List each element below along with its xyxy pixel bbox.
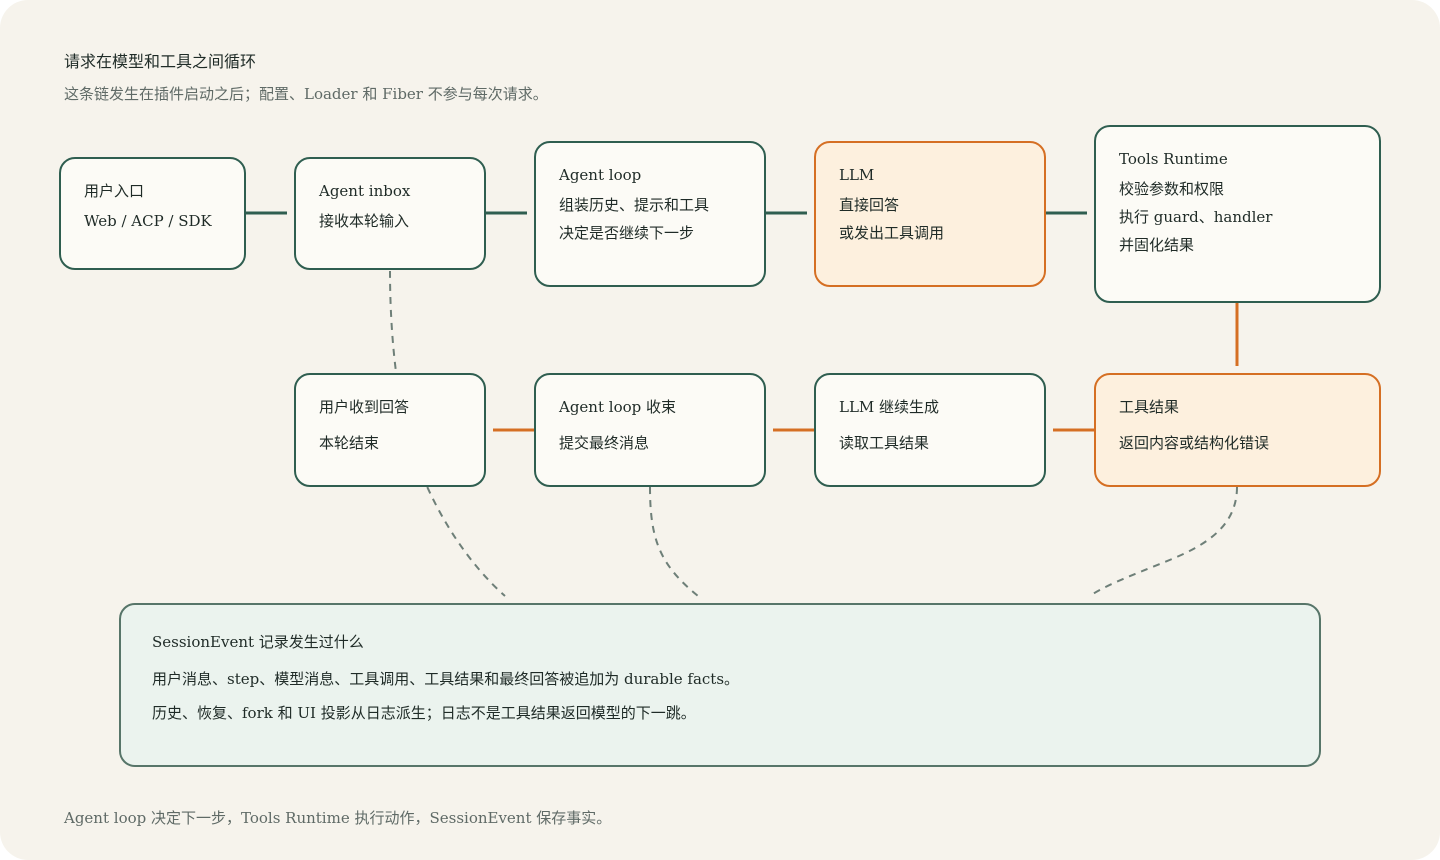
diagram-subtitle: 这条链发生在插件启动之后；配置、Loader 和 Fiber 不参与每次请求。 (64, 85, 548, 103)
node-line: 读取工具结果 (839, 434, 930, 452)
node-title: Tools Runtime (1119, 150, 1228, 168)
node-line: 并固化结果 (1119, 236, 1195, 254)
node-title: Agent loop (559, 166, 642, 184)
node-tool-result: 工具结果 返回内容或结构化错误 (1094, 373, 1381, 487)
node-title: Agent inbox (319, 182, 411, 200)
node-title: Agent loop 收束 (559, 398, 676, 416)
diagram-footer: Agent loop 决定下一步，Tools Runtime 执行动作，Sess… (64, 809, 612, 827)
diagram-title: 请求在模型和工具之间循环 (64, 52, 257, 71)
node-agent-inbox: Agent inbox 接收本轮输入 (294, 157, 486, 270)
node-line: 组装历史、提示和工具 (559, 196, 710, 214)
session-line: 用户消息、step、模型消息、工具调用、工具结果和最终回答被追加为 durabl… (152, 670, 740, 688)
node-tools-runtime: Tools Runtime 校验参数和权限 执行 guard、handler 并… (1094, 125, 1381, 303)
node-loop-close: Agent loop 收束 提交最终消息 (534, 373, 766, 487)
node-line: 直接回答 (839, 196, 900, 214)
node-user-entry: 用户入口 Web / ACP / SDK (59, 157, 246, 270)
node-line: 提交最终消息 (559, 434, 650, 452)
node-title: LLM (839, 166, 875, 184)
node-agent-loop: Agent loop 组装历史、提示和工具 决定是否继续下一步 (534, 141, 766, 287)
session-line: 历史、恢复、fork 和 UI 投影从日志派生；日志不是工具结果返回模型的下一跳… (152, 704, 696, 722)
node-title: LLM 继续生成 (839, 398, 940, 416)
node-line: 决定是否继续下一步 (559, 224, 695, 242)
node-line: Web / ACP / SDK (84, 212, 212, 230)
node-line: 或发出工具调用 (839, 224, 945, 242)
node-title: 工具结果 (1119, 398, 1180, 416)
dashed-link-close-session (649, 486, 699, 597)
node-line: 接收本轮输入 (319, 212, 410, 230)
node-llm-continue: LLM 继续生成 读取工具结果 (814, 373, 1046, 487)
node-title: 用户收到回答 (319, 398, 410, 416)
dashed-link-result-session (1089, 486, 1238, 597)
node-line: 返回内容或结构化错误 (1119, 434, 1270, 452)
node-llm: LLM 直接回答 或发出工具调用 (814, 141, 1046, 287)
session-title: SessionEvent 记录发生过什么 (152, 633, 364, 651)
node-line: 执行 guard、handler (1119, 208, 1273, 226)
node-user-receives: 用户收到回答 本轮结束 (294, 373, 486, 487)
node-title: 用户入口 (84, 182, 145, 200)
node-line: 校验参数和权限 (1119, 180, 1225, 198)
node-line: 本轮结束 (319, 434, 380, 452)
session-event-panel: SessionEvent 记录发生过什么 用户消息、step、模型消息、工具调用… (119, 603, 1321, 767)
